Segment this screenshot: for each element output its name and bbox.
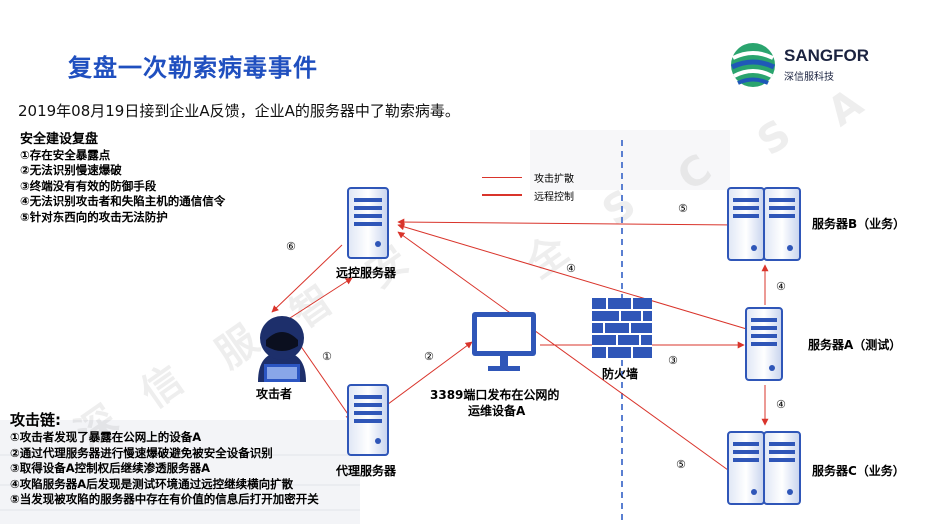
device-a-label: 3389端口发布在公网的	[430, 388, 560, 402]
legend-item-attack-spread: 攻击扩散	[482, 168, 574, 186]
step-label: ③	[668, 354, 678, 367]
attack-chain-heading: 攻击链:	[10, 411, 61, 429]
step-label: ②	[424, 350, 434, 363]
server-c-label: 服务器C（业务）	[812, 464, 905, 478]
review-item: ⑤针对东西向的攻击无法防护	[20, 209, 168, 224]
attack-chain-list: 攻击链: ①攻击者发现了暴露在公网上的设备A ②通过代理服务器进行慢速爆破避免被…	[10, 410, 319, 508]
server-b-icon	[727, 187, 801, 261]
arrow-attacker-to-remote	[289, 277, 353, 319]
legend-label: 远程控制	[534, 191, 574, 203]
arrow-attacker-to-proxy	[299, 344, 353, 421]
server-c-icon	[727, 431, 801, 505]
server-a-icon	[745, 307, 783, 381]
step-label: ⑤	[678, 202, 688, 215]
device-a-label-2: 运维设备A	[468, 404, 526, 418]
review-item: ①存在安全暴露点	[20, 147, 111, 162]
step-label: ①	[322, 350, 332, 363]
attacker-label: 攻击者	[256, 387, 293, 401]
arrow-remote-to-attacker	[271, 244, 343, 313]
arrow-server-b-to-remote	[397, 218, 739, 226]
page-title: 复盘一次勒索病毒事件	[68, 54, 318, 82]
arrow-server-c-to-remote	[397, 231, 729, 471]
proxy-server-label: 代理服务器	[336, 464, 397, 478]
step-label: ⑥	[286, 240, 296, 253]
attack-chain-item: ③取得设备A控制权后继续渗透服务器A	[10, 461, 211, 475]
monitor-icon	[472, 312, 536, 371]
review-heading: 安全建设复盘	[20, 132, 99, 147]
logo-subtitle: 深信服科技	[784, 72, 834, 83]
legend: 攻击扩散 远程控制	[482, 168, 574, 204]
review-item: ③终端没有有效的防御手段	[20, 178, 157, 193]
review-item: ②无法识别慢速爆破	[20, 163, 122, 177]
review-item: ④无法识别攻击者和失陷主机的通信信令	[20, 194, 226, 208]
hacker-icon	[258, 316, 306, 382]
step-label: ⑤	[676, 458, 686, 471]
firewall-label: 防火墙	[602, 367, 639, 381]
intro-text: 2019年08月19日接到企业A反馈，企业A的服务器中了勒索病毒。	[18, 102, 460, 120]
attack-chain-item: ①攻击者发现了暴露在公网上的设备A	[10, 430, 202, 444]
arrow-proxy-to-device-a	[379, 341, 473, 411]
proxy-server-icon	[347, 384, 389, 456]
step-label: ④	[566, 262, 576, 275]
server-a-label: 服务器A（测试）	[808, 338, 902, 352]
attack-chain-item: ②通过代理服务器进行慢速爆破避免被安全设备识别	[10, 445, 273, 460]
attack-chain-item: ④攻陷服务器A后发现是测试环境通过远控继续横向扩散	[10, 476, 294, 491]
attack-chain-item: ⑤当发现被攻陷的服务器中存在有价值的信息后打开加密开关	[10, 492, 319, 506]
arrow-server-a-to-remote	[397, 223, 751, 331]
remote-server-icon	[347, 187, 389, 259]
server-b-label: 服务器B（业务）	[812, 217, 906, 231]
legend-swatch	[482, 194, 522, 196]
legend-label: 攻击扩散	[534, 173, 574, 185]
review-list: 安全建设复盘 ①存在安全暴露点 ②无法识别慢速爆破 ③终端没有有效的防御手段 ④…	[20, 132, 225, 225]
sangfor-logo-icon	[730, 43, 776, 87]
step-label: ④	[776, 280, 786, 293]
sangfor-logo: SANGFOR 深信服科技	[728, 40, 888, 92]
legend-item-remote-control: 远程控制	[482, 186, 574, 204]
remote-server-label: 远控服务器	[336, 266, 397, 280]
step-label: ④	[776, 398, 786, 411]
legend-swatch	[482, 176, 522, 178]
firewall-icon	[592, 298, 652, 358]
logo-name: SANGFOR	[784, 46, 869, 65]
